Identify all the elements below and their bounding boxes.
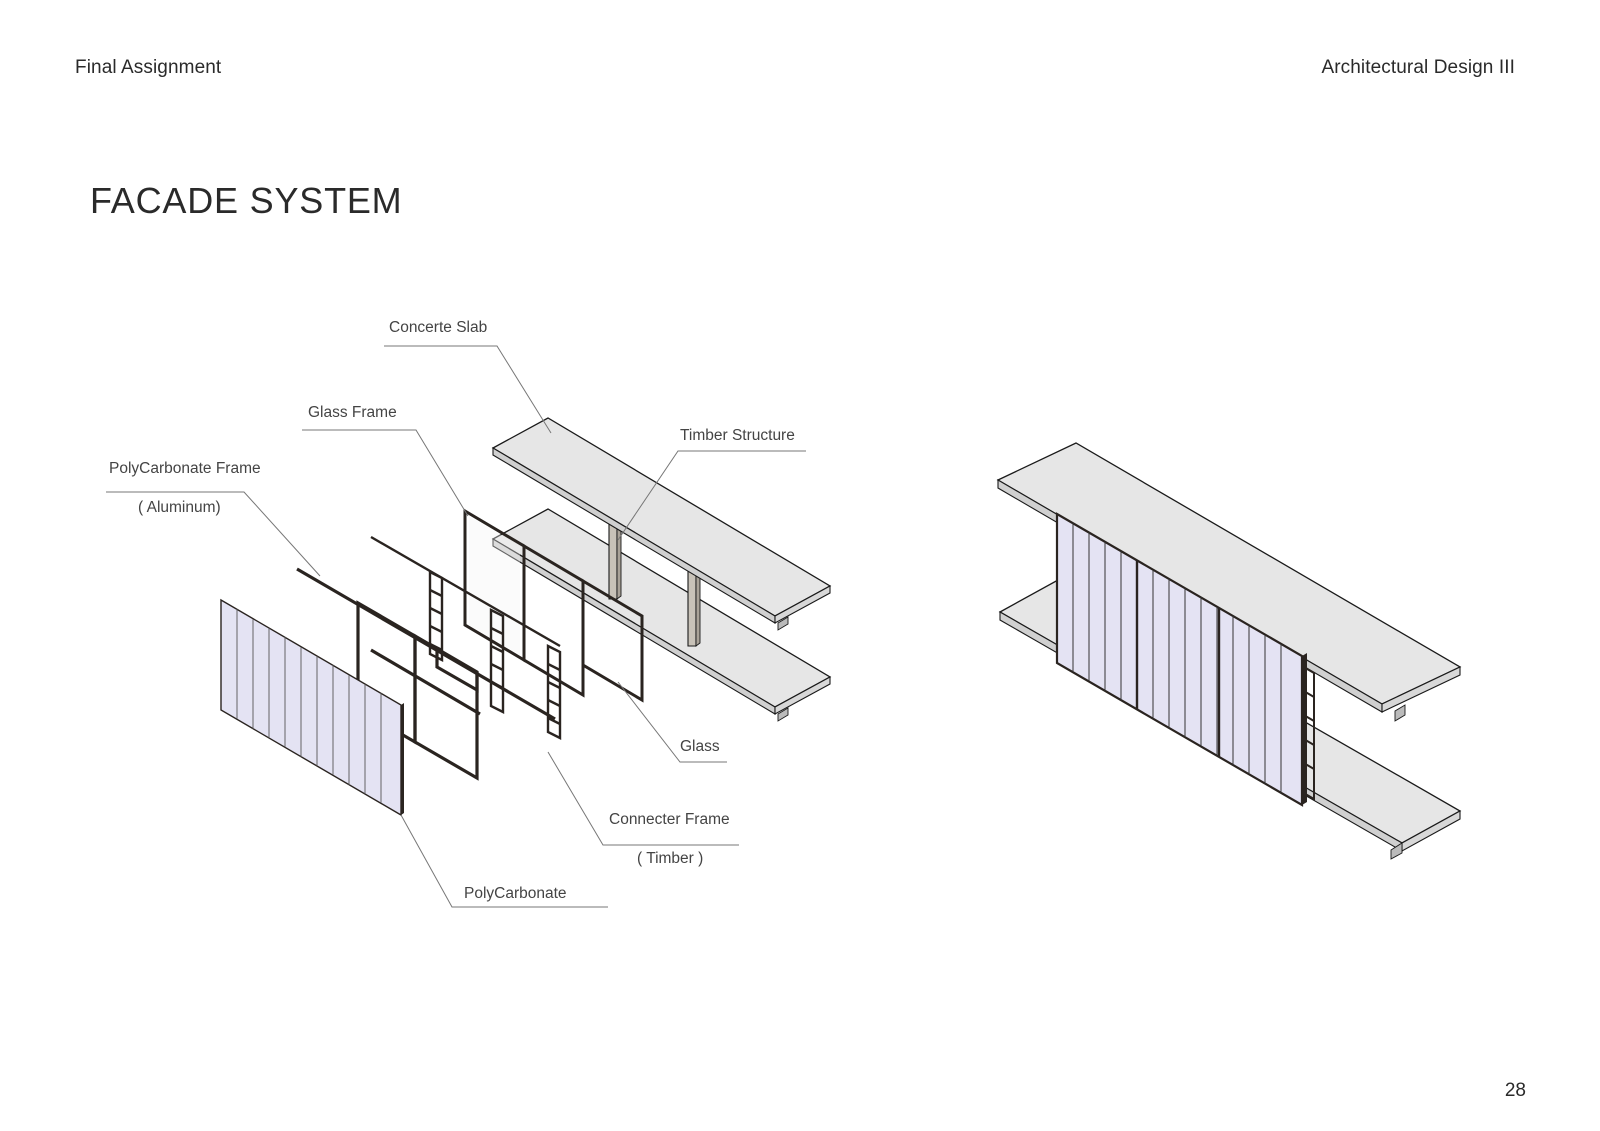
- glass-pane: [469, 516, 520, 655]
- label-glass: Glass: [680, 738, 720, 755]
- label-polycarbonate-frame-material: ( Aluminum): [138, 499, 221, 516]
- connecter-frame: [370, 535, 562, 740]
- polycarbonate-panel: [220, 598, 404, 817]
- assembled-polycarbonate-facade: [1055, 512, 1307, 807]
- label-timber-structure: Timber Structure: [680, 427, 795, 444]
- timber-structure: [608, 516, 701, 647]
- glass-frame: [463, 508, 644, 703]
- label-glass-frame: Glass Frame: [308, 404, 397, 421]
- lower-concrete-slab: [491, 508, 832, 722]
- leader-lines: [106, 345, 806, 908]
- label-polycarbonate-frame: PolyCarbonate Frame: [109, 460, 261, 477]
- label-concrete-slab: Concerte Slab: [389, 319, 488, 336]
- upper-concrete-slab: [491, 417, 832, 631]
- label-polycarbonate: PolyCarbonate: [464, 885, 567, 902]
- label-connecter-frame-material: ( Timber ): [637, 850, 704, 867]
- page-number: 28: [1504, 1080, 1526, 1101]
- header-left: Final Assignment: [75, 57, 222, 78]
- page-title: FACADE SYSTEM: [90, 180, 403, 221]
- header-right: Architectural Design III: [1321, 57, 1515, 78]
- label-connecter-frame: Connecter Frame: [609, 811, 730, 828]
- polycarbonate-frame: [296, 567, 556, 781]
